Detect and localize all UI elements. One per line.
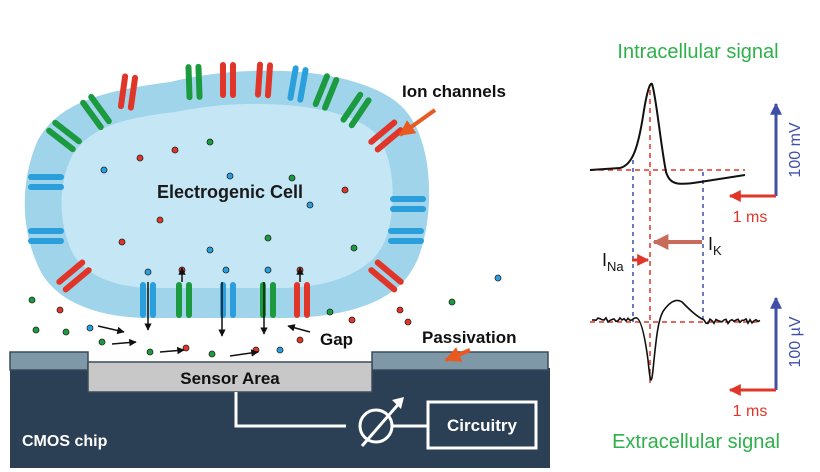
ion-channel-icon [220,62,236,98]
ion-channel-icon [368,259,404,293]
ion-channel-icon [28,228,64,244]
ion-dot [264,234,272,242]
ion-dot [341,186,349,194]
ion-dot [222,266,230,274]
ion-dot [32,326,40,334]
i-k-symbol: I [708,234,713,254]
intracellular-trace [589,82,746,185]
ion-channel-icon [80,93,112,131]
ion-flow-arrow [159,346,185,355]
ion-flow-arrow [287,324,311,333]
ion-flow-arrow [229,349,259,357]
ion-channel-icon [388,228,424,244]
sensor-wire [234,392,346,428]
ion-dot [264,266,272,274]
ion-channel-icon [117,73,139,111]
ion-channel-icon [28,174,64,190]
ion-dot [350,244,358,252]
intracellular-title: Intracellular signal [617,41,778,63]
ion-dot [146,348,154,356]
intra-time-scale-label: 1 ms [733,209,768,226]
ion-channel-icon [312,73,340,111]
cmos-chip-label: CMOS chip [22,433,108,450]
ion-dot [100,166,108,174]
ion-channel-icon [46,119,82,153]
sensor-area-label: Sensor Area [180,369,280,388]
ion-channels-label: Ion channels [402,82,506,101]
ion-dot [98,338,106,346]
ion-dot [494,274,502,282]
voltmeter-needle-head [392,397,404,409]
ion-channel-icon [185,63,203,101]
ion-dot [226,172,234,180]
ion-dot [56,306,64,314]
ion-channel-icon [294,282,310,318]
ion-dot [296,336,304,344]
passivation-label: Passivation [422,328,517,347]
ion-dot [396,306,404,314]
voltmeter-needle [360,399,404,447]
electrogenic-cell: Electrogenic Cell Ion channels [24,61,506,358]
i-na-symbol: I [602,250,607,270]
ion-dot [206,138,214,146]
circuitry-label: Circuitry [447,416,517,435]
ion-dot [28,296,36,304]
ion-channel-icon [390,196,426,212]
passivation-arrow [444,347,471,362]
i-k-label: IK [708,234,722,258]
ion-dot [171,146,179,154]
ion-dot [276,346,284,354]
ion-dot [144,268,152,276]
signal-panel: Intracellular signal Extracellular signa… [589,41,804,453]
ion-dot [136,154,144,162]
cell-title: Electrogenic Cell [157,182,303,202]
extracellular-title: Extracellular signal [612,431,780,453]
extracellular-trace [591,299,761,381]
gap-label: Gap [320,330,353,349]
ions [28,138,502,358]
ion-dot [206,246,214,254]
intra-voltage-scale-label: 100 mV [787,122,804,177]
ion-channel-icon [140,282,156,318]
ion-dot [326,308,334,316]
ion-dot [404,318,412,326]
ion-dot [208,350,216,358]
ion-dot [86,324,94,332]
ion-dot [306,201,314,209]
ion-dot [348,316,356,324]
passivation-left [9,351,89,371]
ion-channel-icon [176,282,192,318]
ion-dot [62,328,70,336]
i-na-subscript: Na [607,259,624,274]
ion-dot [118,238,126,246]
ion-dot [156,216,164,224]
ion-flow-arrow [111,338,137,347]
ion-channel-icon [340,91,372,129]
ion-channel-icon [254,61,274,99]
cmos-chip: Sensor Area CMOS chip Circuitry [9,351,550,468]
ion-flow-arrow [97,325,125,335]
sensor-area [87,361,373,393]
ion-channel-icon [287,65,309,103]
cell-cytoplasm [61,103,393,289]
ion-dot [288,174,296,182]
ion-dot [448,298,456,306]
extra-voltage-scale-label: 100 µV [787,316,804,367]
ion-channels [28,61,426,318]
ion-channel-icon [368,119,404,153]
ion-channels-arrow [398,108,437,137]
circuitry-box [426,400,538,450]
i-na-label: INa [602,250,624,274]
ion-channel-icon [56,259,92,293]
extra-time-scale-label: 1 ms [733,403,768,420]
i-k-subscript: K [713,243,722,258]
